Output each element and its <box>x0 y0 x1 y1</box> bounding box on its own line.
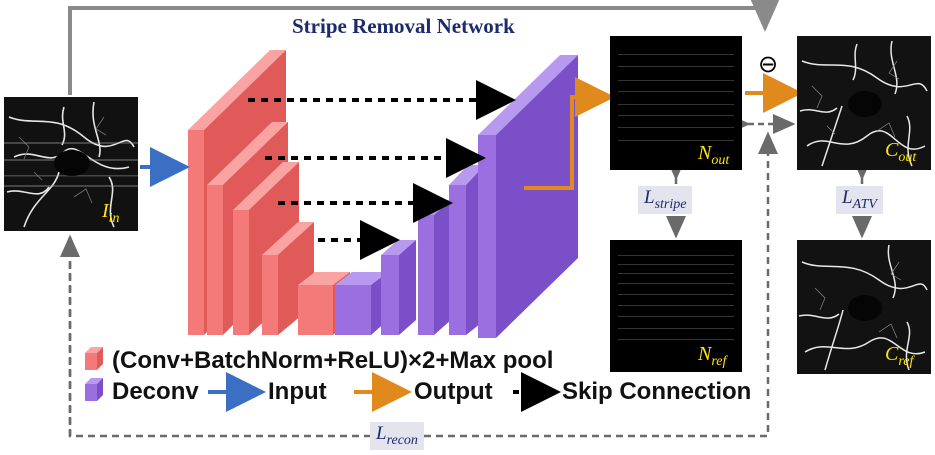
encoder-block-4 <box>262 255 278 335</box>
decoder-block-1 <box>381 255 399 335</box>
c-ref-image: Cref <box>797 240 931 374</box>
legend-deconv-text: Deconv <box>112 378 199 405</box>
decoder-block-2 <box>418 215 434 335</box>
encoder-block-2 <box>207 185 223 335</box>
legend-skip-text: Skip Connection <box>562 378 752 405</box>
legend-input-text: Input <box>268 378 327 405</box>
bottleneck-encoder <box>298 285 333 335</box>
encoder-block-3 <box>233 210 249 335</box>
top-bypass-line <box>68 0 781 95</box>
decoder-block-4 <box>478 135 496 338</box>
c-out-texture <box>797 36 931 170</box>
encoder-blocks <box>188 50 350 335</box>
n-ref-stripes <box>610 240 742 372</box>
n-ref-image: Nref <box>610 240 742 372</box>
input-image: Iin <box>4 97 138 231</box>
atv-loss-label: LATV <box>836 186 883 215</box>
network-title: Stripe Removal Network <box>292 14 515 38</box>
stripe-loss-label: Lstripe <box>638 186 693 215</box>
legend-conv-swatch <box>85 347 103 370</box>
n-ref-label: Nref <box>698 343 727 369</box>
legend-conv-text: (Conv+BatchNorm+ReLU)×2+Max pool <box>112 347 554 374</box>
input-image-texture <box>4 97 138 231</box>
encoder-block-1 <box>188 130 204 335</box>
bottleneck-decoder <box>335 285 371 335</box>
c-ref-label: Cref <box>885 343 914 369</box>
decoder-blocks <box>335 55 578 338</box>
legend-output-text: Output <box>414 378 493 405</box>
output-arrow <box>524 77 615 190</box>
c-out-label: Cout <box>885 139 917 165</box>
c-ref-texture <box>797 240 931 374</box>
legend-deconv-swatch <box>85 378 103 401</box>
decoder-block-3 <box>449 185 466 335</box>
n-out-image: Nout <box>610 36 742 170</box>
subtract-symbol: ⊖ <box>758 50 779 78</box>
input-image-label: Iin <box>102 200 120 226</box>
recon-loss-label: Lrecon <box>370 422 424 451</box>
c-out-image: Cout <box>797 36 931 170</box>
n-out-label: Nout <box>698 142 730 168</box>
skip-connections <box>248 80 516 260</box>
n-out-stripes <box>610 36 742 170</box>
